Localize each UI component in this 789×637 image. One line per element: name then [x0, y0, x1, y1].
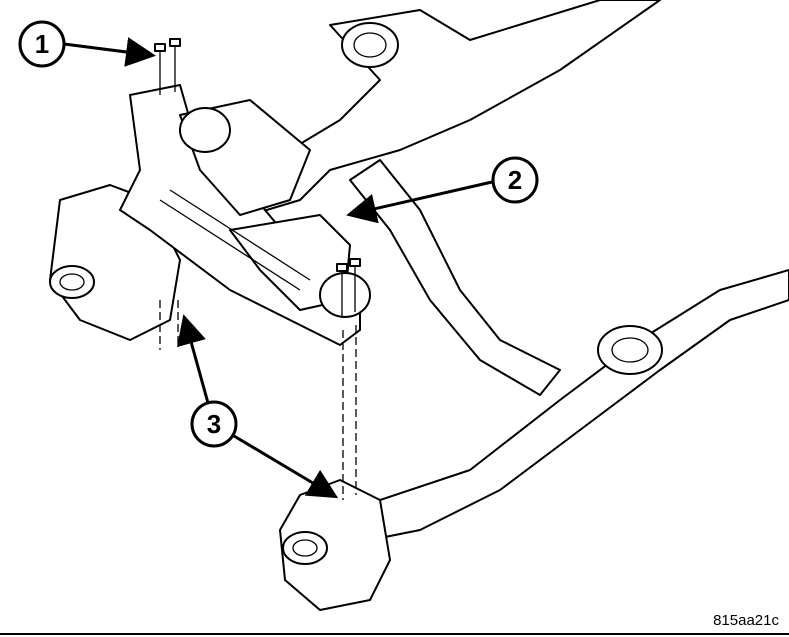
figure-id: 815aa21c: [713, 612, 779, 629]
callout-2-arrow: [346, 180, 493, 224]
callout-3: 3: [190, 400, 238, 448]
svg-text:3: 3: [207, 409, 221, 439]
bottom-rule: [0, 633, 789, 635]
lower-mount-bracket: [279, 479, 391, 611]
callout-1: 1: [18, 20, 66, 68]
callout-3-arrow-upper: [176, 314, 210, 404]
upper-frame-rail: [229, 0, 661, 216]
callout-1-arrow: [63, 37, 156, 67]
bolts: [154, 38, 361, 500]
lower-frame-rail: [369, 269, 789, 541]
svg-text:1: 1: [35, 29, 49, 59]
svg-text:2: 2: [508, 165, 522, 195]
callout-3-arrow-lower: [233, 434, 339, 499]
winch-assembly: [119, 84, 371, 346]
callout-2: 2: [491, 156, 539, 204]
